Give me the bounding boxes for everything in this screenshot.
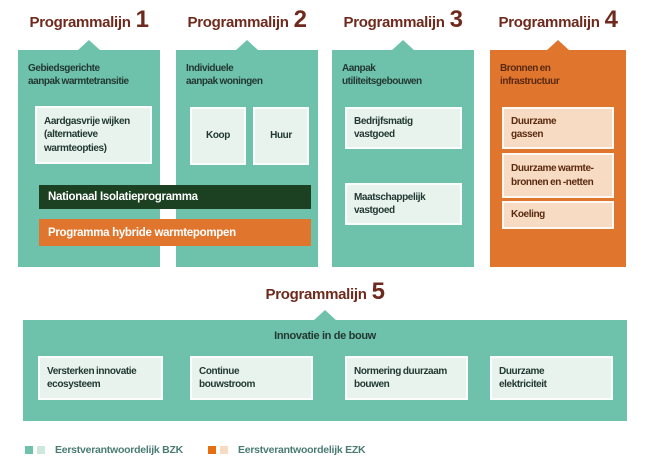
- legend-bzk: Eerstverantwoordelijk BZK: [25, 444, 183, 456]
- program-3-title: Aanpak utiliteitsgebouwen: [342, 63, 422, 88]
- program-5-label: Programmalijn: [265, 286, 367, 303]
- legend-swatch-ezk-primary: [208, 446, 216, 454]
- program-3-number: 3: [449, 6, 463, 33]
- pointer-triangle-1: [77, 40, 101, 51]
- program-5-box-continue-bouwstroom: Continue bouwstroom: [190, 356, 313, 400]
- program-1-box-aardgasvrije-wijken: Aardgasvrije wijken (alternatieve warmte…: [35, 106, 152, 164]
- program-1-number: 1: [135, 6, 149, 33]
- legend-swatch-ezk-light: [220, 446, 228, 454]
- pointer-triangle-5: [313, 310, 337, 321]
- program-5-box-duurzame-elektriciteit: Duurzame elektriciteit: [490, 356, 613, 400]
- program-4-header: Programmalijn 4: [490, 6, 626, 38]
- program-3-label: Programmalijn: [343, 14, 445, 31]
- program-3-column: Aanpak utiliteitsgebouwen Bedrijfsmatig …: [332, 50, 474, 267]
- program-2-number: 2: [293, 6, 307, 33]
- pointer-triangle-4: [546, 40, 570, 51]
- program-5-box-normering-duurzaam-bouwen: Normering duurzaam bouwen: [345, 356, 468, 400]
- legend-swatch-bzk-light: [37, 446, 45, 454]
- program-5-box: Innovatie in de bouw Versterken innovati…: [23, 320, 627, 421]
- legend-swatch-bzk-primary: [25, 446, 33, 454]
- program-2-box-huur: Huur: [253, 107, 309, 165]
- program-4-label: Programmalijn: [498, 14, 600, 31]
- nationaal-isolatieprogramma-bar: Nationaal Isolatieprogramma: [39, 185, 311, 209]
- program-2-label: Programmalijn: [187, 14, 289, 31]
- program-5-number: 5: [371, 278, 385, 305]
- program-5-header: Programmalijn 5: [23, 278, 627, 310]
- program-3-box-maatschappelijk-vastgoed: Maatschappelijk vastgoed: [345, 183, 462, 225]
- program-1-header: Programmalijn 1: [18, 6, 160, 38]
- legend-ezk: Eerstverantwoordelijk EZK: [208, 444, 366, 456]
- program-3-header: Programmalijn 3: [332, 6, 474, 38]
- program-1-label: Programmalijn: [29, 14, 131, 31]
- program-4-number: 4: [604, 6, 618, 33]
- program-5-box-versterken-innovatie: Versterken innovatie ecosysteem: [38, 356, 163, 400]
- programma-hybride-warmtepompen-bar: Programma hybride warmtepompen: [39, 219, 311, 246]
- program-4-column: Bronnen en infrastructuur Duurzame gasse…: [490, 50, 626, 267]
- legend-ezk-label: Eerstverantwoordelijk EZK: [238, 444, 366, 456]
- legend-bzk-label: Eerstverantwoordelijk BZK: [55, 444, 183, 456]
- program-3-box-bedrijfsmatig-vastgoed: Bedrijfsmatig vastgoed: [345, 107, 462, 149]
- program-1-title: Gebiedsgerichte aanpak warmtetransitie: [28, 63, 129, 88]
- program-2-header: Programmalijn 2: [176, 6, 318, 38]
- program-5-title: Innovatie in de bouw: [274, 330, 376, 342]
- program-2-title: Individuele aanpak woningen: [186, 63, 263, 88]
- program-4-box-duurzame-warmtebronnen: Duurzame warmte- bronnen en -netten: [502, 153, 614, 198]
- program-4-box-duurzame-gassen: Duurzame gassen: [502, 107, 614, 149]
- program-4-title: Bronnen en infrastructuur: [500, 63, 560, 88]
- pointer-triangle-2: [235, 40, 259, 51]
- program-4-box-koeling: Koeling: [502, 201, 614, 229]
- program-2-box-koop: Koop: [190, 107, 246, 165]
- pointer-triangle-3: [391, 40, 415, 51]
